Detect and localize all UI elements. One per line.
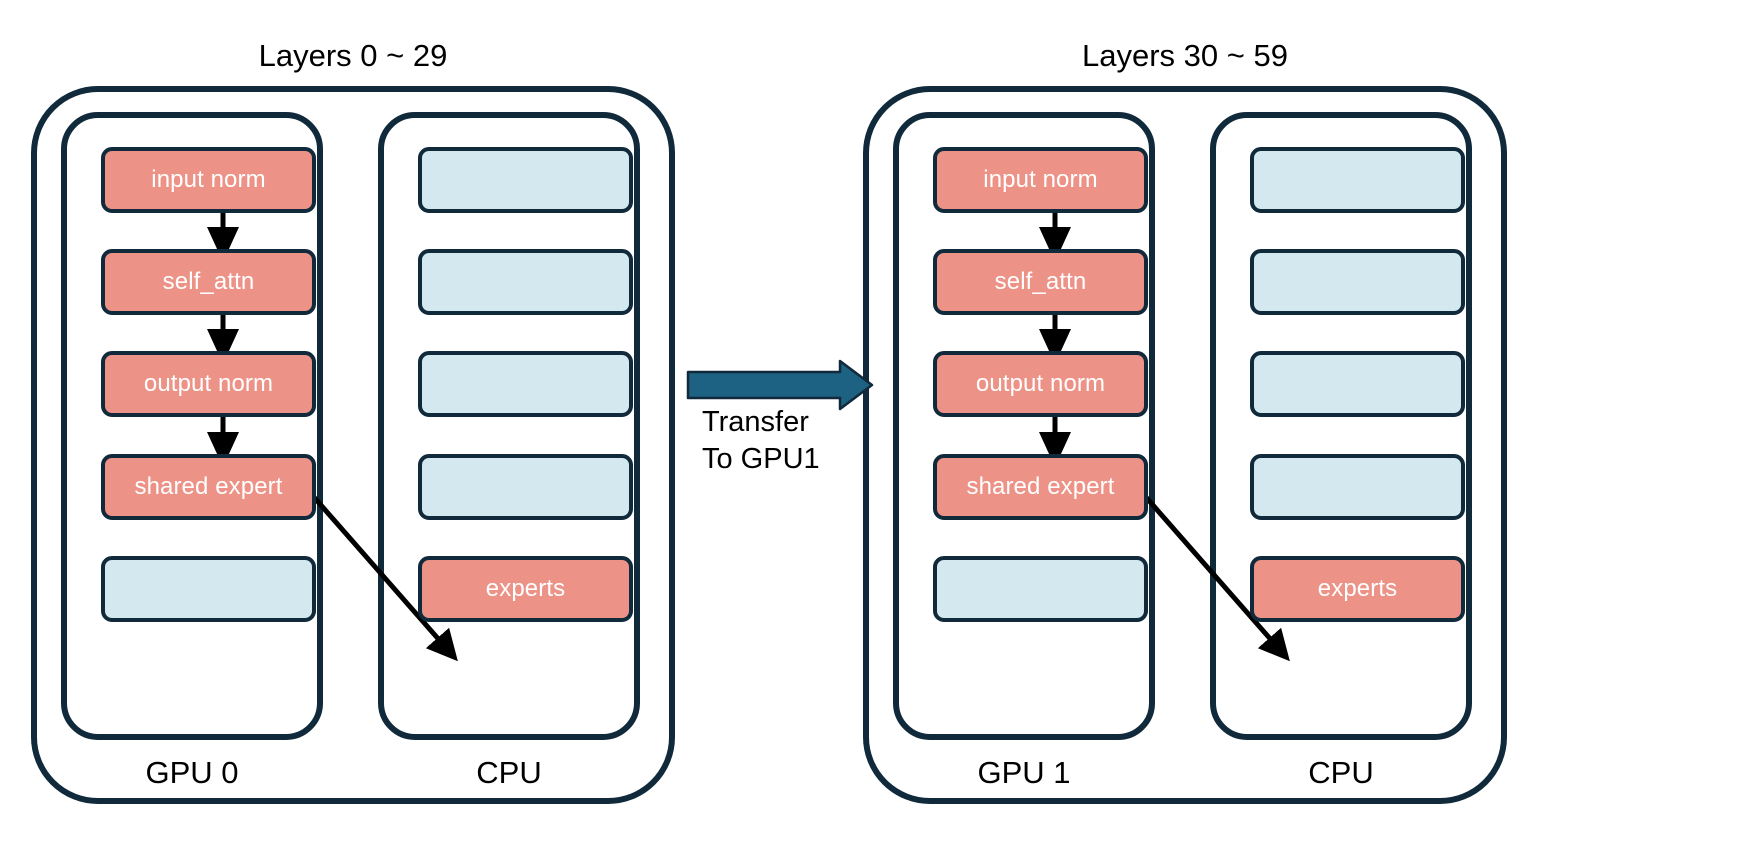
device-label-gpu0: GPU 0 xyxy=(145,755,239,790)
transfer-label: Transfer To GPU1 xyxy=(702,404,882,478)
group-title-right: Layers 30 ~ 59 xyxy=(1082,38,1288,73)
node-gpu1-output-norm[interactable]: output norm xyxy=(933,351,1148,417)
node-cpu1-slot-1[interactable] xyxy=(1250,147,1465,213)
node-cpu0-slot-3[interactable] xyxy=(418,351,633,417)
transfer-label-line-1: Transfer xyxy=(702,406,809,438)
node-cpu0-slot-1[interactable] xyxy=(418,147,633,213)
transfer-label-line-2: To GPU1 xyxy=(702,443,820,476)
node-gpu0-output-norm[interactable]: output norm xyxy=(101,351,316,417)
node-cpu1-slot-4[interactable] xyxy=(1250,454,1465,520)
node-gpu0-self-attn[interactable]: self_attn xyxy=(101,249,316,315)
node-cpu0-slot-2[interactable] xyxy=(418,249,633,315)
device-label-cpu1: CPU xyxy=(1308,755,1374,790)
node-gpu1-input-norm[interactable]: input norm xyxy=(933,147,1148,213)
offload-arrow-gpu0-to-cpu0 xyxy=(303,485,458,662)
node-cpu0-slot-4[interactable] xyxy=(418,454,633,520)
node-gpu1-self-attn[interactable]: self_attn xyxy=(933,249,1148,315)
node-cpu1-slot-3[interactable] xyxy=(1250,351,1465,417)
node-gpu0-empty-slot[interactable] xyxy=(101,556,316,622)
node-gpu1-shared-expert[interactable]: shared expert xyxy=(933,454,1148,520)
offload-arrow-gpu1-to-cpu1 xyxy=(1135,485,1290,662)
node-cpu1-experts[interactable]: experts xyxy=(1250,556,1465,622)
node-gpu0-input-norm[interactable]: input norm xyxy=(101,147,316,213)
transfer-arrow xyxy=(686,359,874,411)
node-gpu1-empty-slot[interactable] xyxy=(933,556,1148,622)
device-label-gpu1: GPU 1 xyxy=(977,755,1071,790)
node-gpu0-shared-expert[interactable]: shared expert xyxy=(101,454,316,520)
group-title-left: Layers 0 ~ 29 xyxy=(258,38,448,73)
node-cpu0-experts[interactable]: experts xyxy=(418,556,633,622)
device-label-cpu0: CPU xyxy=(476,755,542,790)
node-cpu1-slot-2[interactable] xyxy=(1250,249,1465,315)
